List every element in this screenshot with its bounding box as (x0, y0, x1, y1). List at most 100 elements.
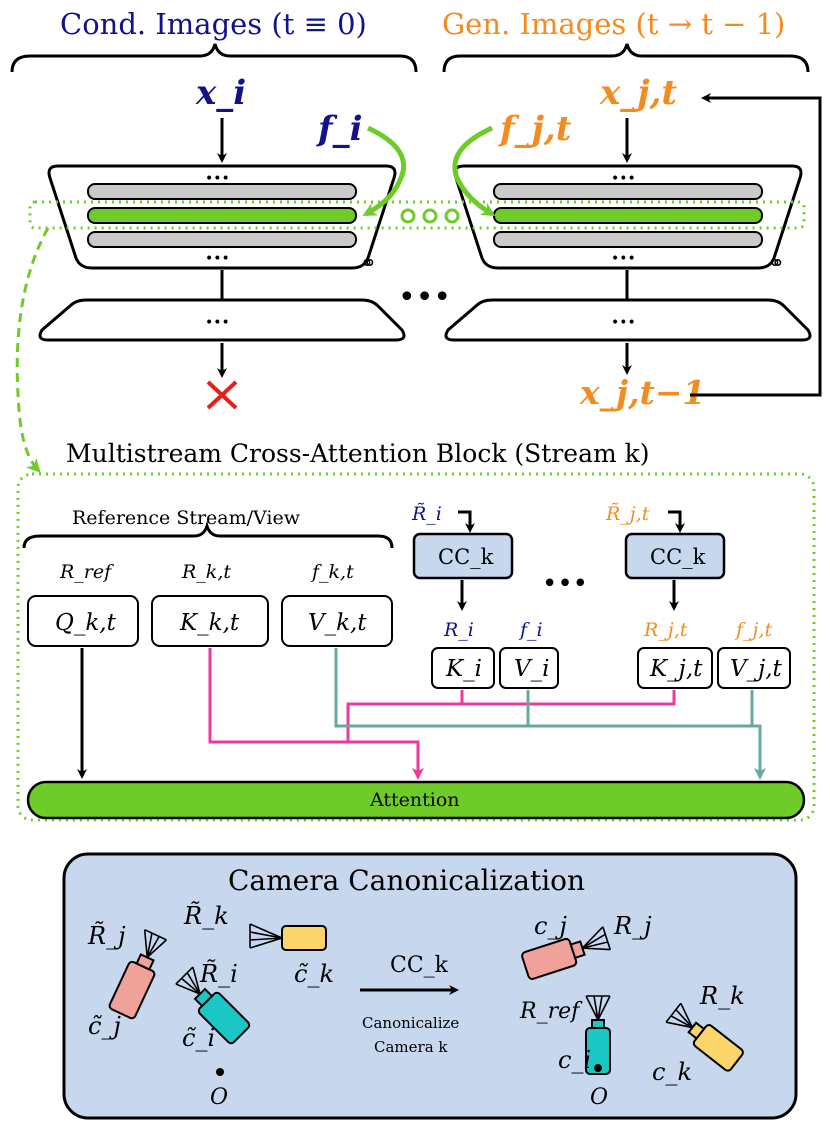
camera-k-tilde (249, 923, 327, 951)
gen-link-icon: ⚭ (768, 251, 785, 275)
canonicalize-line1: Canonicalize (362, 1014, 459, 1032)
origin-dot-right (594, 1064, 602, 1072)
key-kt-line (208, 648, 424, 780)
value-box (281, 595, 393, 647)
r-ref-canon-label: R_ref (519, 999, 583, 1024)
origin-dot-left (216, 1068, 224, 1076)
query-box-label: Q_k,t (55, 610, 117, 636)
gen-brace (442, 43, 810, 73)
origin-label-right: O (590, 1085, 608, 1110)
cc-box-jt-label: CC_k (650, 545, 706, 569)
key-jt-line (462, 690, 676, 706)
canonicalize-line2: Camera k (374, 1038, 448, 1056)
x-jt-1-label: x_j,t−1 (579, 373, 705, 412)
r-tilde-i-label: R̃_i (411, 503, 442, 525)
cond-layer-gray-2 (87, 231, 357, 248)
f-kt-label: f_k,t (310, 561, 354, 583)
canonicalization-panel (62, 852, 798, 1120)
cc-box-jt (624, 532, 726, 580)
green-dot-1 (400, 208, 416, 224)
gen-layer-gray-1 (493, 183, 763, 200)
key-box (151, 595, 269, 647)
cond-decoder-block (38, 298, 406, 342)
gen-encoder-dots-bottom: ••• (611, 251, 636, 267)
cond-decoder-dots: ••• (205, 315, 230, 331)
r-tilde-j-label: R̃_j (87, 922, 126, 950)
r-kt-label: R_k,t (181, 561, 231, 583)
zoom-dashed-arrow (15, 227, 50, 473)
r-i-label: R_i (443, 619, 474, 641)
f-i-injection-arrow (362, 125, 407, 217)
green-dot-3 (444, 208, 460, 224)
f-i-label: f_i (316, 109, 363, 149)
c-tilde-k-label: c̃_k (294, 960, 334, 988)
r-k-label: R_k (699, 982, 745, 1010)
cc-box-i (412, 532, 514, 580)
x-i-label: x_i (195, 73, 246, 113)
attention-label: Attention (369, 789, 460, 811)
value-i-box (499, 647, 559, 689)
gen-decoder-block (444, 298, 812, 342)
gen-images-title: Gen. Images (t → t − 1) (442, 7, 785, 41)
middle-ellipsis: ••• (398, 280, 451, 315)
cond-encoder-dots-bottom: ••• (205, 251, 230, 267)
gen-layer-gray-2 (493, 231, 763, 248)
camera-k (665, 1002, 744, 1072)
r-j-label: R_j (613, 912, 652, 940)
r-tilde-i-canon-label: R̃_i (199, 960, 238, 988)
f-jt-injection-arrow (452, 125, 496, 217)
origin-label-left: O (210, 1085, 228, 1110)
f-i-small-label: f_i (518, 619, 543, 641)
c-tilde-j-label: c̃_j (88, 1012, 121, 1040)
key-i-label: K_i (445, 656, 482, 682)
r-tilde-k-label: R̃_k (183, 902, 229, 930)
cond-layer-gray-1 (87, 183, 357, 200)
camera-i-tilde (175, 966, 251, 1045)
value-box-label: V_k,t (308, 610, 367, 636)
gen-decoder-dots: ••• (611, 315, 636, 331)
denoise-loop-arrow (690, 93, 822, 397)
reference-brace (22, 520, 394, 549)
key-jt-label: K_j,t (649, 656, 703, 682)
cond-link-icon: ⚭ (360, 251, 377, 275)
query-box (27, 595, 139, 647)
r-jt-label: R_j,t (643, 619, 688, 641)
f-jt-label: f_j,t (498, 109, 572, 149)
r-tilde-i-arrow (458, 510, 475, 533)
green-dot-2 (422, 208, 438, 224)
reference-stream-label: Reference Stream/View (72, 507, 301, 529)
key-jt-box (637, 647, 713, 689)
attention-bar (26, 780, 806, 820)
value-i-label: V_i (514, 656, 549, 682)
cc-arrow-label: CC_k (390, 953, 449, 978)
f-jt-small-label: f_j,t (734, 619, 772, 641)
value-jt-box (717, 647, 791, 689)
r-ref-label: R_ref (59, 561, 114, 583)
x-jt-label: x_j,t (599, 73, 677, 113)
value-kt-line (334, 648, 766, 780)
attention-layer-selection (28, 200, 806, 230)
r-tilde-jt-arrow (668, 510, 685, 533)
c-j-label: c_j (534, 912, 567, 940)
cond-layer-green (87, 207, 357, 224)
key-box-label: K_k,t (179, 610, 240, 636)
cond-brace (10, 43, 418, 73)
cc-box-i-label: CC_k (438, 545, 494, 569)
block-title: Multistream Cross-Attention Block (Strea… (66, 439, 650, 468)
c-tilde-i-label: c̃_i (182, 1024, 215, 1052)
gen-layer-green (493, 207, 763, 224)
r-tilde-jt-label: R̃_j,t (605, 503, 650, 525)
camera-j-tilde (108, 928, 167, 1020)
discard-x-icon (206, 380, 238, 410)
stream-ellipsis: ••• (542, 569, 588, 599)
canonicalization-title: Camera Canonicalization (228, 864, 585, 897)
c-k-label: c_k (652, 1058, 692, 1086)
cond-images-title: Cond. Images (t ≡ 0) (60, 7, 367, 41)
camera-j (521, 926, 612, 980)
key-i-box (431, 647, 495, 689)
value-jt-label: V_j,t (730, 656, 783, 682)
c-i-label: c_i (558, 1046, 591, 1074)
cross-attention-block-frame (16, 472, 816, 822)
